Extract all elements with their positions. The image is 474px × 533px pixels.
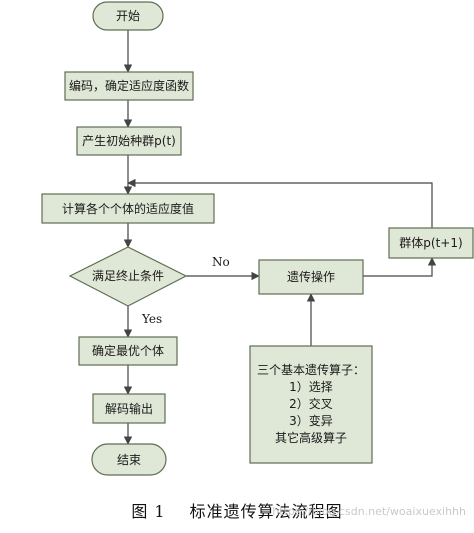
node-next-population-label: 群体p(t+1) xyxy=(399,236,462,250)
node-encode: 编码，确定适应度函数 xyxy=(64,71,194,101)
node-fitness-label: 计算各个个体的适应度值 xyxy=(62,201,194,216)
node-fitness: 计算各个个体的适应度值 xyxy=(41,193,215,224)
node-terminate-decision: 满足终止条件 xyxy=(68,246,188,307)
node-decode-output-label: 解码输出 xyxy=(105,401,153,416)
operators-footer: 其它高级算子 xyxy=(275,430,347,445)
node-end-label: 结束 xyxy=(117,453,141,467)
edge-genetic-to-next-pop xyxy=(363,257,437,277)
figure-title: 标准遗传算法流程图 xyxy=(189,502,343,521)
edge-label-yes: Yes xyxy=(141,312,162,326)
node-init-population: 产生初始种群p(t) xyxy=(76,126,182,156)
node-best-individual-label: 确定最优个体 xyxy=(92,343,164,358)
node-decode-output: 解码输出 xyxy=(92,393,166,424)
operators-title: 三个基本遗传算子： xyxy=(257,362,365,377)
node-genetic-operation: 遗传操作 xyxy=(258,259,364,295)
edge-next-pop-loop-back xyxy=(127,178,433,228)
operators-box: 三个基本遗传算子： 1）选择 2）交叉 3）变异 其它高级算子 xyxy=(249,345,373,464)
edge-label-no: No xyxy=(212,255,230,269)
operator-item: 1）选择 xyxy=(289,380,333,394)
node-encode-label: 编码，确定适应度函数 xyxy=(69,78,189,93)
node-terminate-decision-label: 满足终止条件 xyxy=(92,268,164,283)
watermark: https://blog.csdn.net/woaixuexihhh xyxy=(272,505,466,518)
operator-item: 3）变异 xyxy=(289,413,333,428)
node-end: 结束 xyxy=(91,443,167,476)
node-start: 开始 xyxy=(92,1,164,31)
node-genetic-operation-label: 遗传操作 xyxy=(287,269,335,284)
node-best-individual: 确定最优个体 xyxy=(78,336,178,366)
node-next-population: 群体p(t+1) xyxy=(388,227,474,259)
figure-caption: 图 1 标准遗传算法流程图 xyxy=(0,498,474,522)
figure-number: 图 1 xyxy=(131,502,166,521)
node-start-label: 开始 xyxy=(116,9,140,23)
flowchart: No Yes 开始 编码，确定适应度函数 产生初始种群p(t) 计算各个个体的适… xyxy=(41,1,474,476)
node-init-population-label: 产生初始种群p(t) xyxy=(82,134,176,148)
operator-item: 2）交叉 xyxy=(289,396,333,411)
